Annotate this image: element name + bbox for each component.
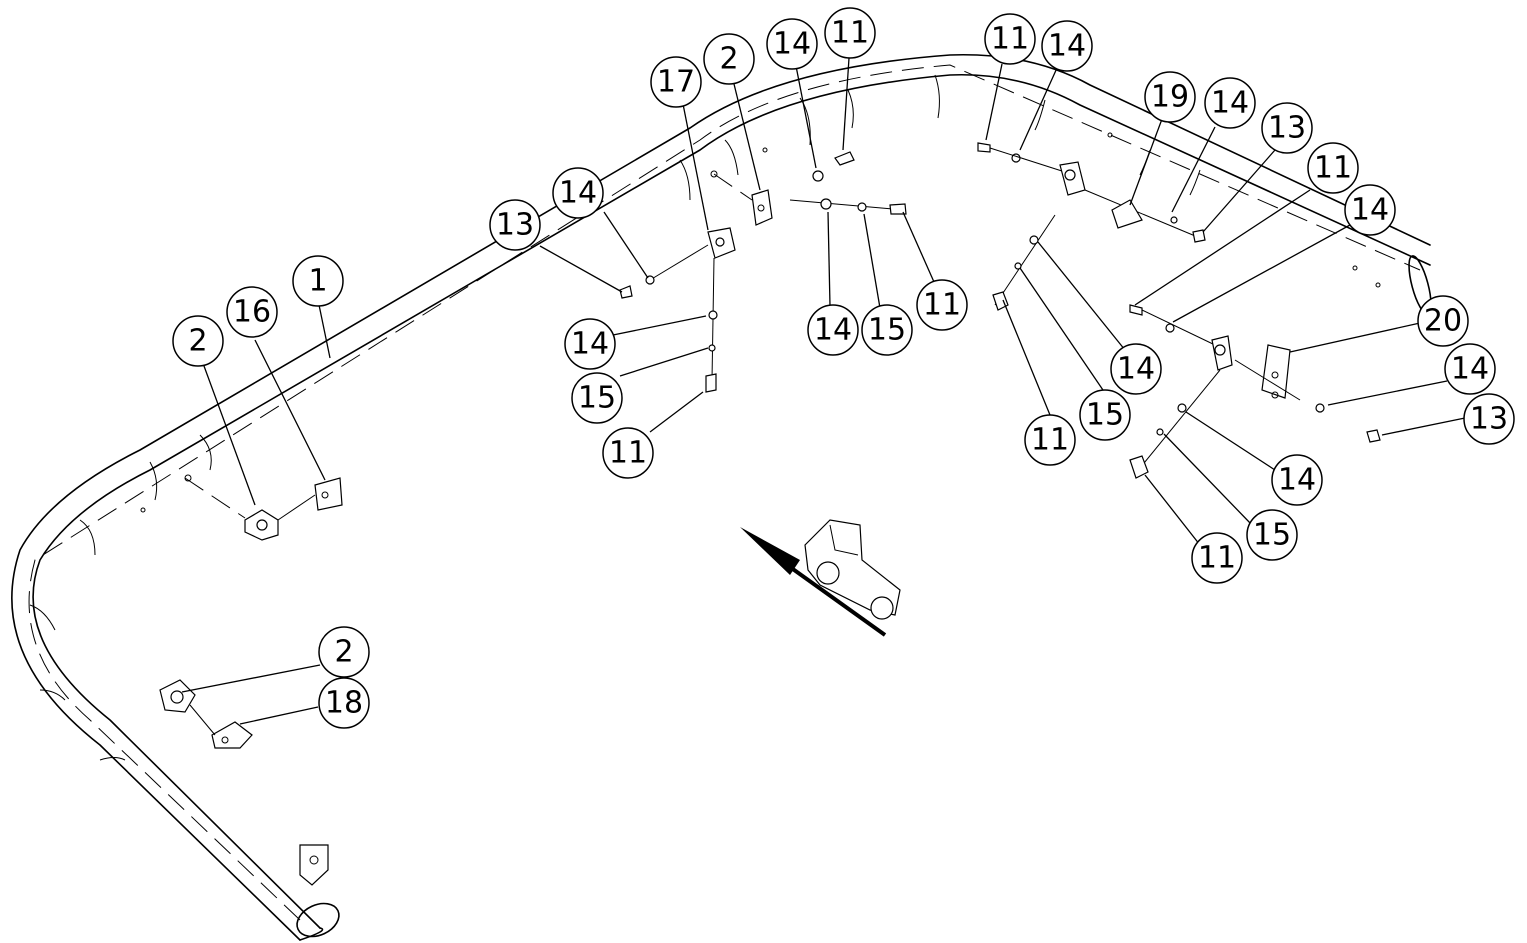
callout-balloon: 14 (1444, 343, 1496, 395)
callout-label: 11 (1198, 541, 1236, 576)
callout-label: 11 (1314, 151, 1352, 186)
callout-balloon: 14 (1110, 343, 1162, 395)
callout-label: 15 (868, 313, 906, 348)
callout-label: 19 (1151, 80, 1189, 115)
callout-balloon: 14 (564, 318, 616, 370)
leader-lines (181, 57, 1466, 725)
callout-label: 14 (1117, 352, 1155, 387)
callout-balloon: 2 (703, 33, 755, 85)
callout-label: 14 (571, 327, 609, 362)
callout-label: 15 (1253, 518, 1291, 553)
callout-label: 14 (1278, 463, 1316, 498)
callout-balloon: 15 (1246, 509, 1298, 561)
callout-label: 2 (188, 324, 207, 359)
bumper-tube (11, 53, 1432, 941)
callout-balloon: 18 (318, 677, 370, 729)
callout-balloon: 15 (1079, 389, 1131, 441)
callout-label: 11 (831, 16, 869, 51)
callout-balloon: 20 (1417, 295, 1469, 347)
callout-balloon: 13 (1463, 393, 1515, 445)
tractor-direction-arrow-icon (740, 519, 901, 637)
callout-balloon: 11 (984, 13, 1036, 65)
callout-balloon: 14 (1204, 77, 1256, 129)
callout-label: 18 (325, 686, 363, 721)
callout-label: 15 (1086, 398, 1124, 433)
callout-balloon: 17 (650, 56, 702, 108)
callout-balloon: 11 (1307, 142, 1359, 194)
callout-label: 20 (1424, 304, 1462, 339)
callout-label: 13 (1268, 111, 1306, 146)
callout-balloon: 2 (318, 626, 370, 678)
callout-label: 13 (1470, 402, 1508, 437)
callout-balloon: 13 (489, 199, 541, 251)
callout-balloon: 11 (1024, 414, 1076, 466)
callout-balloon: 14 (1041, 20, 1093, 72)
callout-label: 16 (233, 295, 271, 330)
callout-balloon: 13 (1261, 102, 1313, 154)
callout-label: 13 (496, 208, 534, 243)
callout-label: 14 (814, 313, 852, 348)
callout-label: 14 (559, 176, 597, 211)
callout-balloon: 14 (1344, 184, 1396, 236)
callout-label: 14 (1211, 86, 1249, 121)
callout-balloon: 11 (602, 427, 654, 479)
callout-balloon: 16 (226, 286, 278, 338)
callout-label: 11 (923, 288, 961, 323)
callout-balloons: 1 2 16 2 18 13 14 17 2 14 11 14 15 11 14… (172, 7, 1515, 729)
callout-label: 2 (719, 42, 738, 77)
callout-label: 14 (1351, 193, 1389, 228)
callout-balloon: 14 (552, 167, 604, 219)
callout-label: 15 (578, 381, 616, 416)
callout-balloon: 11 (1191, 532, 1243, 584)
callout-balloon: 15 (861, 304, 913, 356)
callout-label: 11 (1031, 423, 1069, 458)
callout-label: 2 (334, 635, 353, 670)
callout-label: 14 (773, 27, 811, 62)
callout-balloon: 19 (1144, 71, 1196, 123)
callout-label: 1 (308, 264, 327, 299)
callout-balloon: 11 (824, 7, 876, 59)
callout-balloon: 14 (1271, 454, 1323, 506)
callout-label: 14 (1048, 29, 1086, 64)
callout-balloon: 14 (807, 304, 859, 356)
callout-label: 11 (991, 22, 1029, 57)
callout-balloon: 15 (571, 372, 623, 424)
callout-balloon: 2 (172, 315, 224, 367)
callout-label: 11 (609, 436, 647, 471)
callout-balloon: 1 (292, 255, 344, 307)
bracket-parts (159, 142, 1381, 886)
callout-balloon: 14 (766, 18, 818, 70)
callout-balloon: 11 (916, 279, 968, 331)
callout-label: 17 (657, 65, 695, 100)
callout-label: 14 (1451, 352, 1489, 387)
